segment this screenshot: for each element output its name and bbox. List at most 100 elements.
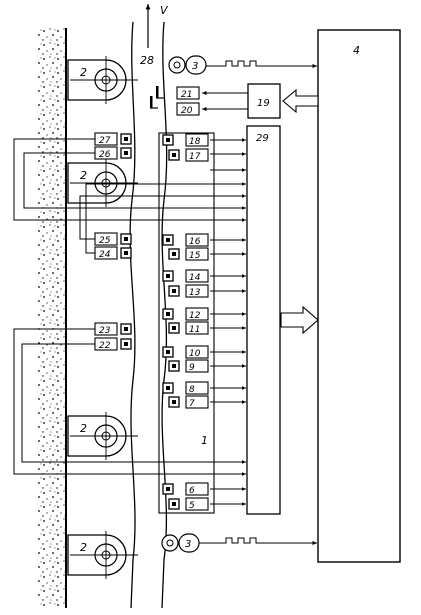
left-sensor-box-label: 23 (99, 326, 111, 336)
emitter-mark-21 (156, 86, 159, 98)
sensor-3-top-label: 3 (192, 61, 198, 72)
sensor-head-icon (120, 338, 132, 350)
sensor-head-icon (162, 270, 174, 282)
block-4 (317, 29, 401, 563)
center-sensor-box: 9 (168, 359, 209, 373)
roller-2-label: 2 (80, 66, 87, 79)
center-sensor-box: 5 (168, 497, 209, 511)
roller-2-label: 2 (80, 422, 87, 435)
sensor-head-icon (120, 247, 132, 259)
roller-2-label: 2 (80, 169, 87, 182)
center-sensor-box-label: 11 (189, 325, 200, 335)
center-sensor-box-label: 15 (189, 251, 201, 261)
left-sensor-box: 22 (94, 337, 132, 351)
left-sensor-boxes: 27 26 25 24 23 22 (94, 132, 132, 351)
left-sensor-box-label: 25 (99, 236, 111, 246)
center-sensor-box-label: 9 (189, 363, 195, 373)
left-sensor-box: 24 (94, 246, 132, 260)
emitter-mark-20 (150, 96, 153, 108)
box-20-label: 20 (181, 106, 193, 116)
loop-wire-26 (23, 152, 246, 209)
center-sensor-box: 14 (162, 269, 209, 283)
belt-right-edge (161, 21, 168, 609)
sensor-3-bottom: 3 (161, 533, 317, 553)
sensor-head-icon (162, 346, 174, 358)
center-sensor-box-label: 16 (189, 237, 201, 247)
sensor-head-icon (168, 322, 180, 334)
center-sensor-box: 12 (162, 307, 209, 321)
block-19-label: 19 (257, 98, 270, 109)
sensor-head-icon (120, 233, 132, 245)
velocity-label: V (160, 4, 169, 17)
sensor-head-icon (168, 149, 180, 161)
center-sensor-box: 13 (168, 284, 209, 298)
roller-2: 2 (67, 412, 138, 460)
frame-1 (158, 132, 215, 514)
sensor-3-top: 3 (168, 55, 317, 75)
left-sensor-box: 25 (94, 232, 132, 246)
center-sensor-box: 10 (162, 345, 209, 359)
center-sensor-box-label: 14 (189, 273, 201, 283)
sensor-head-icon (120, 323, 132, 335)
left-sensor-box-label: 22 (99, 341, 111, 351)
sensor-head-icon (162, 308, 174, 320)
block-19 (247, 83, 281, 119)
frame-1-label: 1 (201, 434, 208, 447)
left-sensor-box: 23 (94, 322, 132, 336)
loop-wire-27 (13, 138, 246, 221)
loop-wire-25 (79, 195, 246, 240)
belt-left-edge (129, 21, 136, 609)
roller-2: 2 (67, 159, 138, 207)
center-sensor-box: 16 (162, 233, 209, 247)
roller-2-label: 2 (80, 541, 87, 554)
center-sensor-box: 18 (162, 133, 209, 147)
roller-2: 2 (67, 56, 138, 104)
sensor-head-icon (162, 234, 174, 246)
box-21 (176, 86, 200, 100)
left-sensor-box-label: 24 (99, 250, 111, 260)
sensor-head-icon (168, 285, 180, 297)
center-sensor-box-label: 18 (189, 137, 201, 147)
bus-lines-to-29 (210, 138, 246, 506)
center-sensor-box: 17 (168, 148, 209, 162)
loop-wire-23 (13, 328, 246, 475)
left-sensor-box: 26 (94, 146, 132, 160)
sensor-head-icon (168, 498, 180, 510)
sensor-head-icon (162, 134, 174, 146)
loop-wire-22 (21, 343, 246, 463)
arrow-29-to-4 (280, 305, 319, 335)
center-sensor-box-label: 17 (189, 152, 201, 162)
sensor-3-bottom-label: 3 (185, 539, 191, 550)
sensor-head-icon (120, 147, 132, 159)
center-sensor-box: 8 (162, 381, 209, 395)
center-sensor-box: 11 (168, 321, 209, 335)
center-sensor-box-label: 6 (189, 486, 195, 496)
left-sensor-box-label: 27 (99, 136, 111, 146)
center-sensor-box-label: 13 (189, 288, 201, 298)
center-sensor-box: 7 (168, 395, 209, 409)
center-sensor-box-label: 12 (189, 311, 201, 321)
left-sensor-box: 27 (94, 132, 132, 146)
center-sensor-box-label: 8 (189, 385, 195, 395)
center-sensor-box: 6 (162, 482, 209, 496)
center-sensor-box: 15 (168, 247, 209, 261)
arrow-4-to-19 (282, 88, 319, 114)
loop-wire-24 (85, 183, 246, 254)
sensor-head-icon (162, 382, 174, 394)
ground-hatching (38, 28, 66, 608)
box-20 (176, 102, 200, 116)
center-sensor-box-label: 7 (189, 399, 195, 409)
sensor-head-icon (162, 483, 174, 495)
box-21-label: 21 (181, 90, 192, 100)
center-sensor-box-label: 10 (189, 349, 201, 359)
sensor-head-icon (120, 133, 132, 145)
roller-2: 2 (67, 531, 138, 579)
left-sensor-box-label: 26 (99, 150, 111, 160)
block-29-label: 29 (256, 133, 269, 144)
belt-label: 28 (140, 54, 154, 67)
sensor-head-icon (168, 396, 180, 408)
block-4-label: 4 (353, 44, 360, 57)
